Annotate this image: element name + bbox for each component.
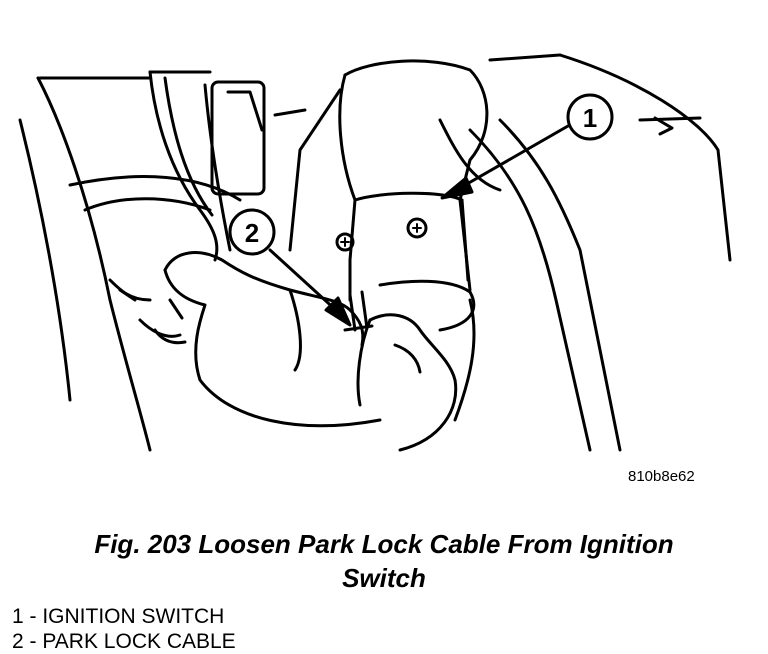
ignition-switch-body (273, 59, 502, 422)
legend-item-park-lock-cable: 2 - PARK LOCK CABLE (12, 630, 236, 653)
wire-harness (148, 70, 266, 262)
callout-1: 1 (440, 93, 614, 200)
caption-line-1: Fig. 203 Loosen Park Lock Cable From Ign… (94, 529, 674, 559)
dash-frame (38, 53, 732, 452)
ignition-switch-illustration: 1 2 (18, 53, 732, 452)
figure-code: 810b8e62 (628, 468, 695, 485)
caption-line-2: Switch (342, 563, 426, 593)
legend: 1 - IGNITION SWITCH 2 - PARK LOCK CABLE (12, 604, 236, 654)
callout-2: 2 (228, 208, 352, 327)
legend-item-ignition-switch: 1 - IGNITION SWITCH (12, 605, 225, 628)
figure-caption: Fig. 203 Loosen Park Lock Cable From Ign… (0, 527, 768, 595)
park-lock-cable (343, 290, 374, 332)
callout-2-number: 2 (245, 218, 259, 248)
column-shroud (18, 76, 242, 452)
callout-1-number: 1 (583, 103, 597, 133)
